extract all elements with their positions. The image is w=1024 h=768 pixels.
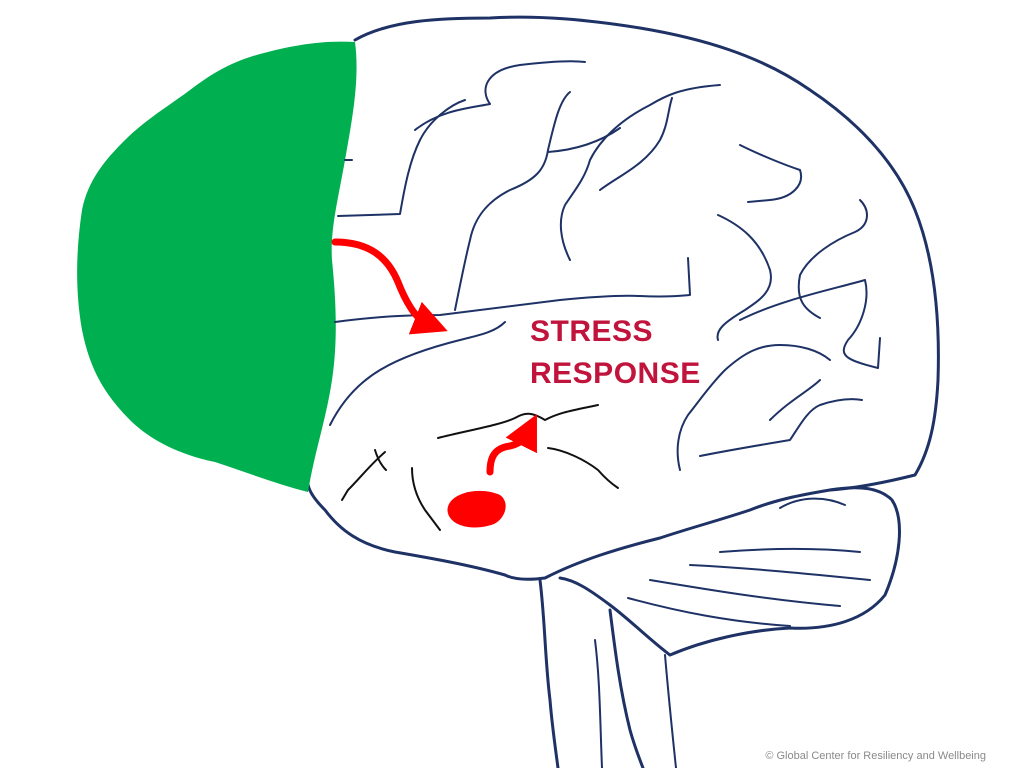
temporal-sulcus — [411, 467, 441, 531]
sulcus — [337, 99, 466, 217]
sulcus — [414, 60, 586, 131]
cerebrum-outline — [305, 15, 940, 581]
sulcus — [599, 97, 673, 191]
sulcus — [334, 257, 691, 323]
prefrontal-cortex — [77, 41, 357, 493]
sulcus — [547, 127, 621, 153]
cerebellum-fold — [779, 497, 846, 509]
temporal-sulcus — [547, 447, 619, 489]
sulcus — [716, 214, 772, 341]
temporal-sulcus — [437, 404, 599, 439]
sulcus — [559, 84, 721, 261]
sulcus — [739, 144, 803, 203]
sulcus — [329, 321, 506, 426]
curved-arrow-icon — [486, 414, 537, 476]
brainstem-line — [594, 639, 603, 768]
temporal-sulcus — [374, 449, 387, 471]
sulcus — [676, 344, 831, 471]
stress-response-label-line-2: RESPONSE — [530, 357, 701, 390]
amygdala — [447, 490, 506, 528]
brainstem-line — [664, 654, 677, 768]
cerebellum-outline — [558, 486, 901, 657]
curved-arrow-icon — [331, 238, 448, 335]
cerebellum-fold — [689, 564, 871, 581]
cerebellum-fold — [627, 597, 791, 627]
sulcus — [797, 199, 868, 319]
copyright-notice: © Global Center for Resiliency and Wellb… — [765, 750, 986, 762]
temporal-sulcus — [341, 451, 386, 501]
sulcus — [699, 398, 863, 457]
cerebellum-fold — [719, 548, 861, 553]
stress-response-label-line-1: STRESS — [530, 315, 654, 348]
sulcus — [454, 91, 571, 311]
sulcus — [739, 279, 881, 369]
brainstem-outline — [608, 608, 645, 768]
sulcus — [769, 379, 821, 421]
cerebellum-fold — [649, 579, 841, 607]
brainstem-outline — [538, 578, 560, 768]
